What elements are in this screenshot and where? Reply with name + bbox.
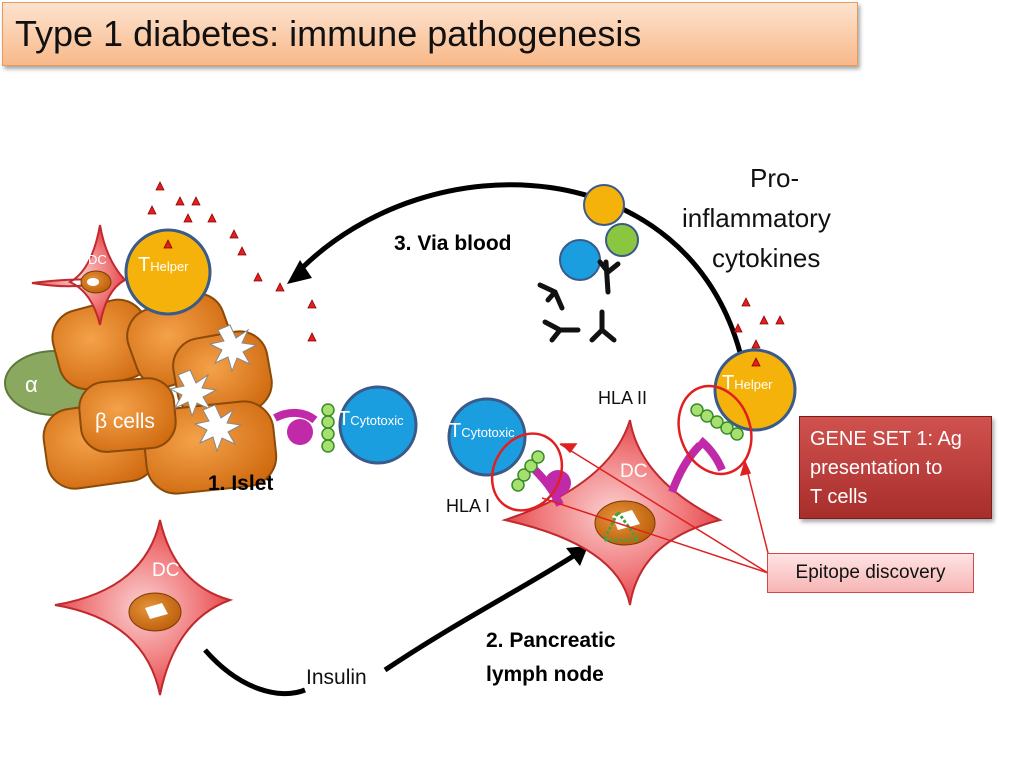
islet-dendritic-cell [31,224,127,326]
blood-arrowhead [287,260,312,284]
insulin-dendritic-cell [54,519,234,696]
lymph-node-arrowhead [566,546,588,566]
islet-cytotoxic-t-cell [273,385,418,465]
antibody-icons [537,259,621,343]
islet-dc-label: DC [88,252,107,267]
cytokine-markers [147,181,785,367]
step2-label-line2: lymph node [486,663,604,686]
blood-arrow [298,182,745,361]
lymph-node-cytotoxic-t-cell [447,397,571,512]
insulin-arrow [203,648,306,697]
lymph-helper-label: THelper [722,372,773,394]
islet-helper-t-cell [124,228,212,316]
epitope-callout-lines [541,443,769,574]
lymph-node-dc-label: DC [620,461,648,482]
islet-helper-label: THelper [138,254,189,276]
insulin-dc-label: DC [152,560,180,581]
step3-label: 3. Via blood [394,232,512,255]
blood-cells [559,184,639,281]
cell-damage-bursts [168,324,258,453]
alpha-label: α [25,372,38,397]
title-banner: Type 1 diabetes: immune pathogenesis [2,2,858,66]
page-title: Type 1 diabetes: immune pathogenesis [15,13,642,54]
step1-label: 1. Islet [208,472,274,495]
cytokines-label-line2: inflammatory [682,203,831,233]
hla1-label: HLA I [446,496,491,516]
islet-cytotoxic-label: TCytotoxic [338,408,404,430]
gene-set-callout: GENE SET 1: Ag presentation to T cells [799,416,992,519]
cytokines-label-line3: cytokines [712,243,821,273]
cytokines-label-line1: Pro- [750,163,800,193]
lymph-cytotoxic-label: TCytotoxic [449,420,515,442]
beta-cell-cluster [42,292,278,495]
lymph-node-helper-t-cell [668,348,797,494]
lymph-node-dendritic-cell [501,419,723,606]
beta-cells-label: β cells [95,410,155,433]
epitope-discovery-callout: Epitope discovery [767,553,974,593]
insulin-label: Insulin [306,666,367,690]
lymph-node-arrow [383,552,577,673]
hla2-label: HLA II [598,388,648,408]
step2-label-line1: 2. Pancreatic [486,629,616,652]
